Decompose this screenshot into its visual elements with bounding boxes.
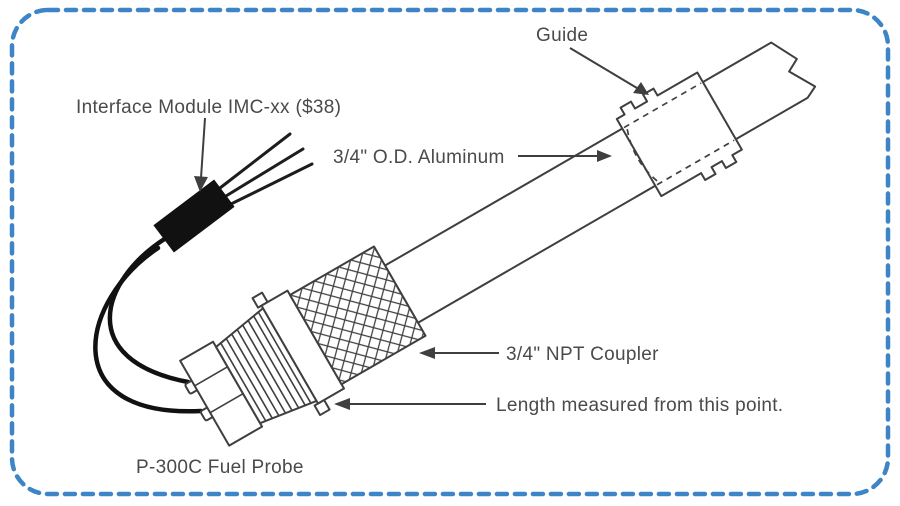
od-aluminum-arrow	[518, 150, 612, 162]
probe-assembly	[179, 41, 817, 447]
thread-ribs	[220, 311, 313, 422]
label-npt-coupler: 3/4" NPT Coupler	[506, 344, 659, 365]
leader-arrows	[194, 47, 649, 410]
probe-wires	[93, 235, 204, 414]
label-probe-name: P-300C Fuel Probe	[136, 457, 304, 478]
guide-sleeve	[615, 71, 743, 198]
module-arrowhead-icon	[194, 176, 208, 192]
sensor-lead-3	[229, 162, 314, 206]
npt-coupler	[289, 245, 427, 386]
hidden-bore-arc	[626, 129, 658, 182]
length-arrow	[334, 398, 486, 410]
hidden-tube-edge-bottom	[656, 139, 735, 186]
od-arrowhead-icon	[597, 150, 612, 162]
npt-arrowhead-icon	[419, 347, 435, 359]
hidden-tube-edge-top	[623, 82, 702, 129]
module-arrow	[194, 117, 208, 192]
label-interface-module: Interface Module IMC-xx ($38)	[76, 97, 341, 118]
probe-wire-upper	[107, 235, 191, 385]
npt-coupler-arrow	[419, 347, 499, 359]
label-od-aluminum: 3/4" O.D. Aluminum	[333, 147, 505, 168]
guide-arrow	[569, 47, 649, 95]
guide-hidden-edges	[623, 82, 735, 186]
dashed-border	[9, 7, 891, 497]
label-guide: Guide	[536, 25, 588, 46]
label-length-note: Length measured from this point.	[496, 395, 783, 416]
interface-module-group	[153, 132, 314, 253]
probe-wire-lower	[93, 245, 204, 414]
length-arrowhead-icon	[334, 398, 350, 410]
aluminum-tube	[384, 41, 817, 324]
guide-arrowhead-icon	[633, 82, 649, 95]
labels: Interface Module IMC-xx ($38) Guide 3/4"…	[76, 25, 783, 478]
sensor-lead-1	[218, 132, 292, 190]
interface-module	[153, 179, 235, 253]
sensor-lead-2	[224, 147, 305, 198]
coupler-hatch	[289, 245, 427, 386]
end-plate-dividers	[194, 366, 244, 414]
